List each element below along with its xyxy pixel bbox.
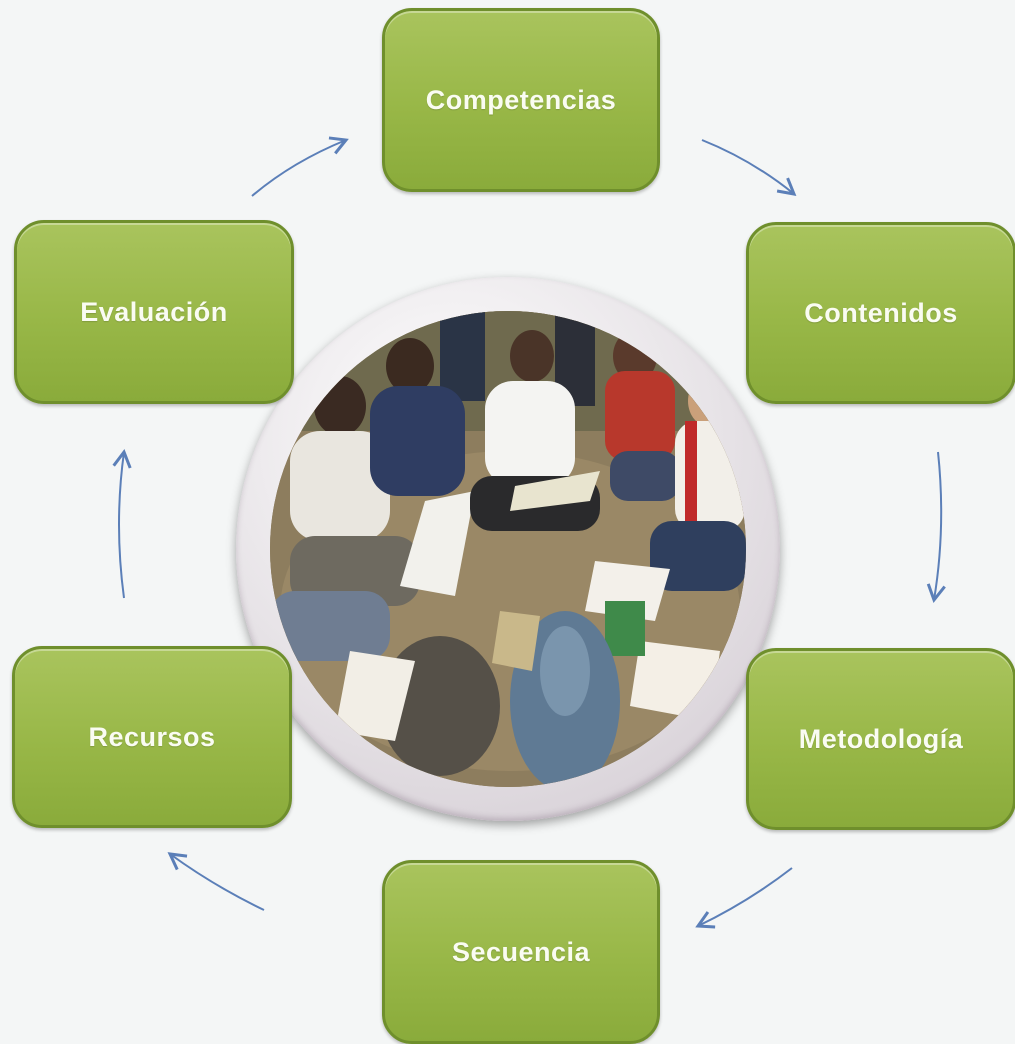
- node-label: Recursos: [88, 721, 216, 752]
- arrow-secuencia-to-recursos: [167, 852, 265, 911]
- arrow-competencias-to-contenidos: [701, 139, 797, 196]
- node-competencias: Competencias: [382, 8, 660, 192]
- node-secuencia: Secuencia: [382, 860, 660, 1044]
- node-label: Secuencia: [451, 936, 591, 967]
- arrow-metodologia-to-secuencia: [695, 867, 793, 929]
- node-label: Competencias: [425, 84, 617, 115]
- center-photo: [270, 311, 746, 787]
- node-recursos: Recursos: [12, 646, 292, 828]
- arrow-contenidos-to-metodologia: [926, 451, 946, 604]
- node-evaluacion: Evaluación: [14, 220, 294, 404]
- arrow-evaluacion-to-competencias: [251, 136, 349, 197]
- node-label: Metodología: [798, 723, 964, 754]
- node-label: Contenidos: [804, 297, 958, 328]
- node-contenidos: Contenidos: [746, 222, 1015, 404]
- arrow-recursos-to-evaluacion: [112, 448, 132, 599]
- node-label: Evaluación: [80, 296, 228, 327]
- node-metodologia: Metodología: [746, 648, 1015, 830]
